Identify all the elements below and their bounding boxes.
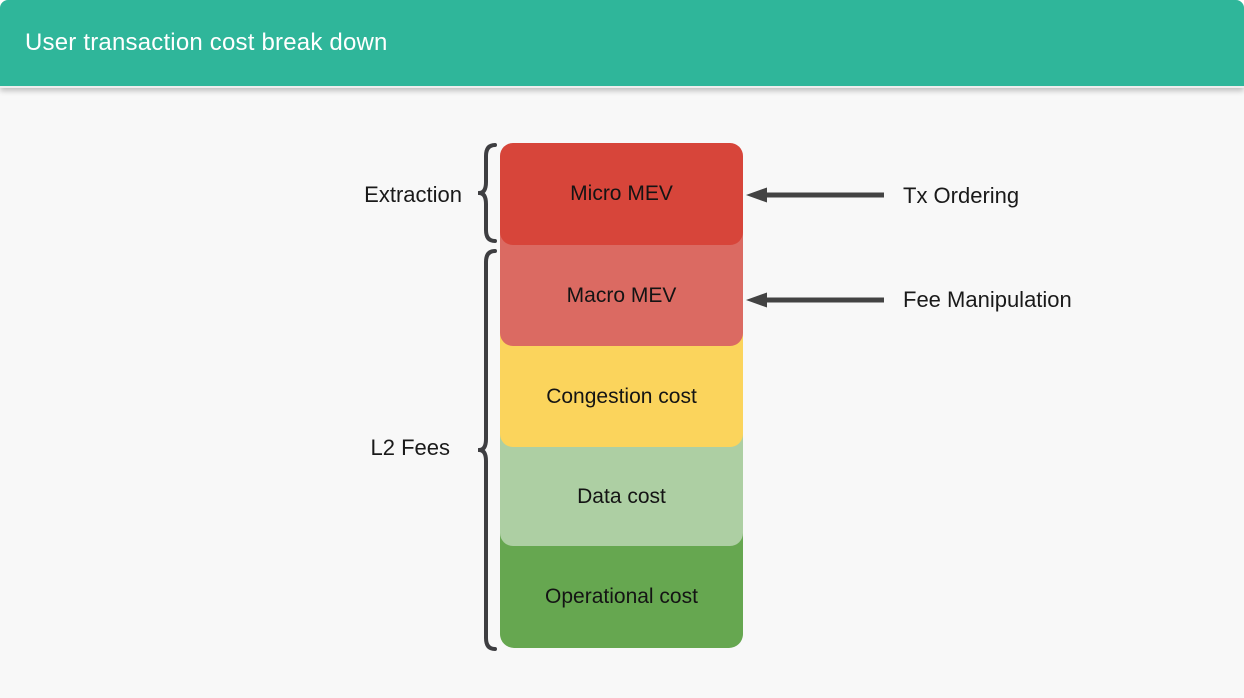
segment-operational-cost: Operational cost (500, 533, 743, 648)
segment-label: Data cost (577, 484, 666, 508)
annotation-tx-ordering: Tx Ordering (903, 183, 1020, 208)
segment-label: Macro MEV (566, 283, 677, 307)
segment-label: Micro MEV (570, 182, 673, 205)
brace-extraction-icon (478, 143, 497, 243)
annotation-fee-manipulation: Fee Manipulation (903, 287, 1072, 312)
segment-micro-mev: Micro MEV (500, 143, 743, 245)
brace-l2-fees-icon (478, 249, 497, 651)
group-label-extraction: Extraction (364, 182, 462, 207)
arrow-fee-manipulation-icon (746, 292, 884, 308)
arrow-tx-ordering-icon (746, 187, 884, 203)
page-title: User transaction cost break down (25, 29, 388, 56)
segment-label: Operational cost (545, 585, 698, 608)
segment-macro-mev: Macro MEV (500, 232, 743, 346)
page-header: User transaction cost break down (0, 0, 1244, 88)
segment-label: Congestion cost (546, 384, 697, 408)
segment-congestion-cost: Congestion cost (500, 333, 743, 447)
group-label-l2-fees: L2 Fees (370, 435, 451, 460)
segment-data-cost: Data cost (500, 434, 743, 546)
cost-stack-bar: Micro MEV Macro MEV Congestion cost Data… (500, 143, 743, 648)
